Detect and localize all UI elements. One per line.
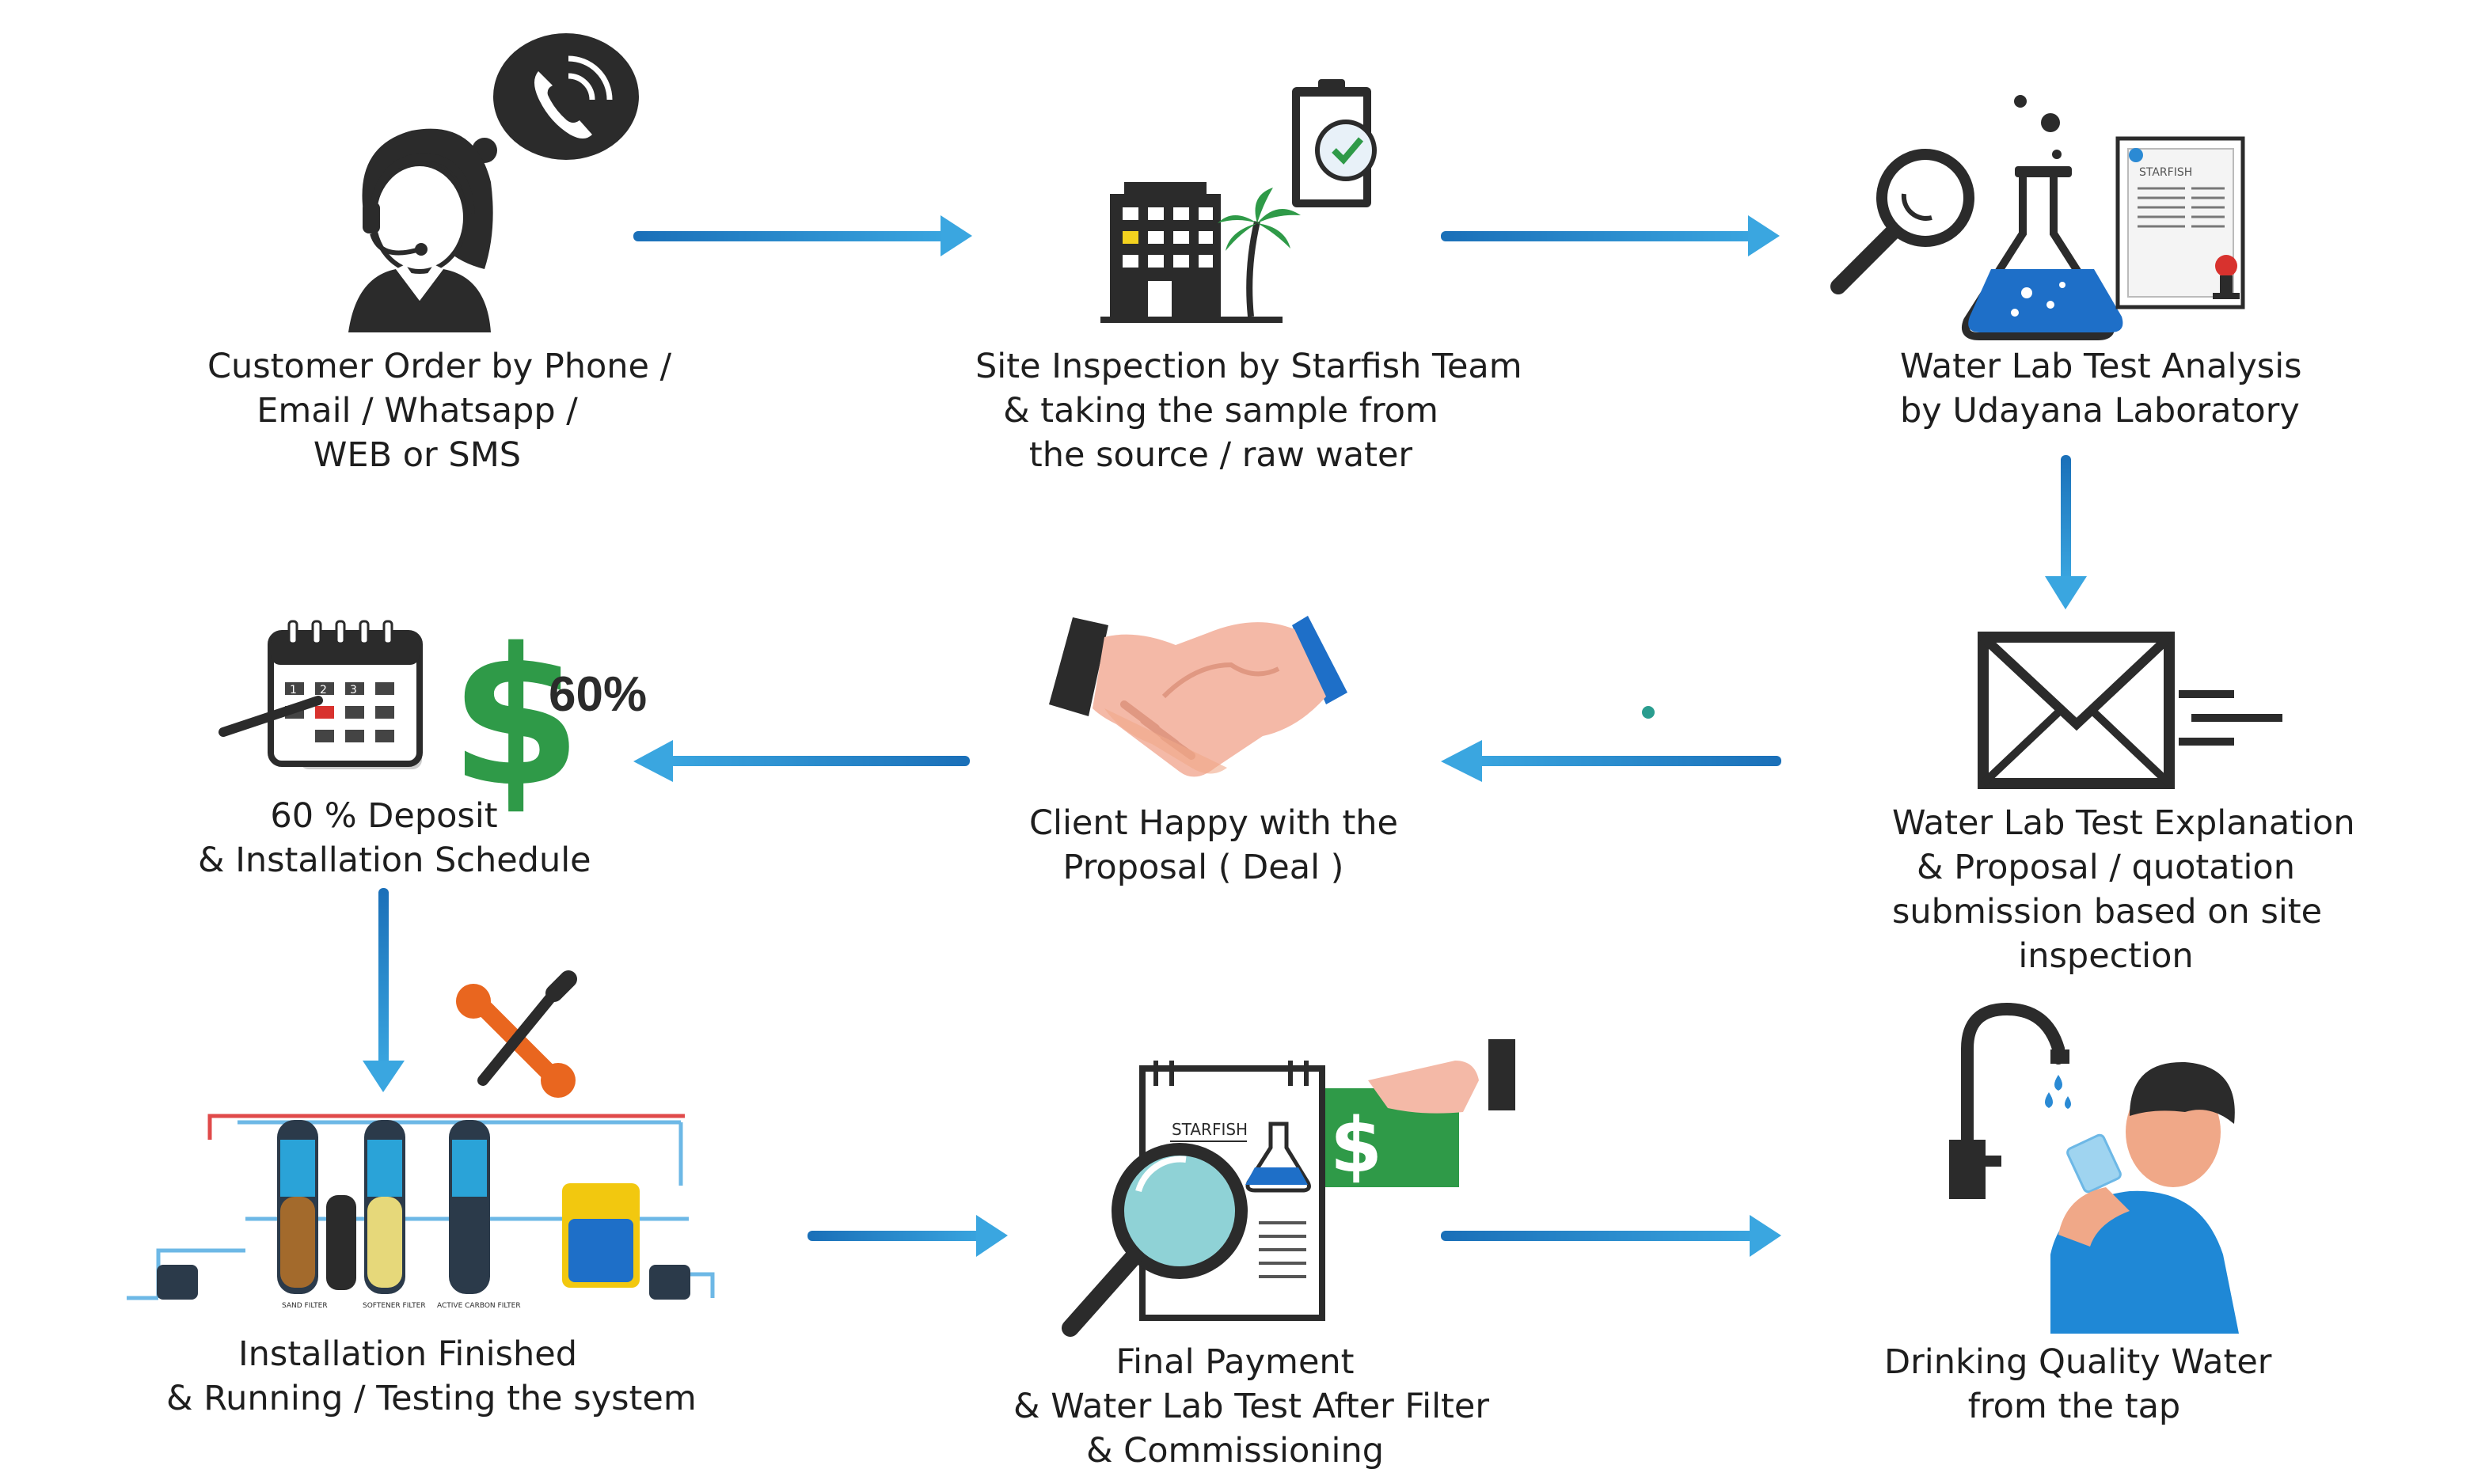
label-line: Site Inspection by Starfish Team xyxy=(975,347,1522,386)
label-line: Installation Finished xyxy=(238,1334,577,1374)
arrow-proposal-to-deal xyxy=(1441,740,1781,782)
envelope-icon xyxy=(1978,632,2282,789)
arrow-installation-to-payment xyxy=(808,1215,1008,1257)
arrow-inspection-to-lab xyxy=(1441,215,1780,256)
carbon-filter-label: ACTIVE CARBON FILTER xyxy=(437,1302,521,1310)
label-line: 60 % Deposit xyxy=(270,796,498,836)
wrench-screwdriver-icon xyxy=(456,970,577,1098)
arrow-order-to-inspection xyxy=(633,215,972,256)
label-line: WEB or SMS xyxy=(313,435,522,475)
label-line: Customer Order by Phone / xyxy=(207,347,672,386)
label-line: & Running / Testing the system xyxy=(166,1379,697,1418)
step-label-customer-order: Customer Order by Phone / Email / Whatsa… xyxy=(207,344,672,477)
label-line: submission based on site xyxy=(1892,892,2323,932)
drinking-tap-icon xyxy=(1949,1002,2239,1334)
calendar-payment-icon: 1 2 3 $ 60% xyxy=(219,607,647,829)
arrow-lab-to-proposal xyxy=(2045,455,2087,609)
label-line: & taking the sample from xyxy=(1003,391,1438,431)
step-label-deposit: 60 % Deposit & Installation Schedule xyxy=(198,794,591,882)
step-label-client-happy: Client Happy with the Proposal ( Deal ) xyxy=(1029,801,1399,890)
step-label-site-inspection: Site Inspection by Starfish Team & takin… xyxy=(975,344,1522,477)
label-line: Water Lab Test Analysis xyxy=(1900,347,2302,386)
label-line: Email / Whatsapp / xyxy=(257,391,578,431)
document-brand-text: STARFISH xyxy=(1172,1120,1248,1139)
calendar-day-2: 2 xyxy=(320,684,327,696)
deposit-percent: 60% xyxy=(549,667,647,722)
label-line: & Installation Schedule xyxy=(198,841,591,880)
step-label-lab-test: Water Lab Test Analysis by Udayana Labor… xyxy=(1900,344,2302,433)
lab-analysis-icon: STARFISH xyxy=(1830,95,2245,340)
label-line: & Commissioning xyxy=(1085,1431,1385,1471)
label-line: & Water Lab Test After Filter xyxy=(1013,1387,1490,1426)
call-center-agent-icon xyxy=(348,33,639,332)
label-line: Final Payment xyxy=(1115,1342,1355,1382)
report-brand-text: STARFISH xyxy=(2139,166,2192,179)
filter-system-icon: SAND FILTER SOFTENER FILTER ACTIVE CARBO… xyxy=(127,970,715,1310)
label-line: inspection xyxy=(2018,936,2194,976)
calendar-day-3: 3 xyxy=(350,684,357,696)
step-label-final-payment: Final Payment & Water Lab Test After Fil… xyxy=(1013,1340,1490,1473)
arrow-payment-to-drinking xyxy=(1441,1215,1781,1257)
step-label-proposal: Water Lab Test Explanation & Proposal / … xyxy=(1892,801,2355,978)
label-line: Client Happy with the xyxy=(1029,803,1399,843)
softener-filter-label: SOFTENER FILTER xyxy=(363,1302,426,1310)
label-line: from the tap xyxy=(1967,1387,2181,1426)
label-line: the source / raw water xyxy=(1028,435,1413,475)
building-inspection-icon xyxy=(1100,79,1377,323)
label-line: by Udayana Laboratory xyxy=(1900,391,2300,431)
step-label-drinking-water: Drinking Quality Water from the tap xyxy=(1884,1340,2272,1429)
label-line: & Proposal / quotation xyxy=(1917,848,2295,887)
calendar-day-1: 1 xyxy=(290,684,297,696)
handshake-icon xyxy=(1049,616,1347,777)
dollar-sign-icon: $ xyxy=(450,607,582,829)
teal-dot xyxy=(1642,706,1655,719)
payment-report-icon: $ STARFISH xyxy=(1062,1039,1515,1337)
label-line: Water Lab Test Explanation xyxy=(1892,803,2355,843)
step-label-installation: Installation Finished & Running / Testin… xyxy=(166,1332,697,1421)
arrow-deal-to-deposit xyxy=(633,740,970,782)
label-line: Drinking Quality Water xyxy=(1884,1342,2272,1382)
label-line: Proposal ( Deal ) xyxy=(1062,848,1344,887)
arrow-deposit-to-installation xyxy=(363,888,405,1092)
banknote-dollar-icon: $ xyxy=(1330,1103,1382,1190)
sand-filter-label: SAND FILTER xyxy=(282,1302,328,1310)
